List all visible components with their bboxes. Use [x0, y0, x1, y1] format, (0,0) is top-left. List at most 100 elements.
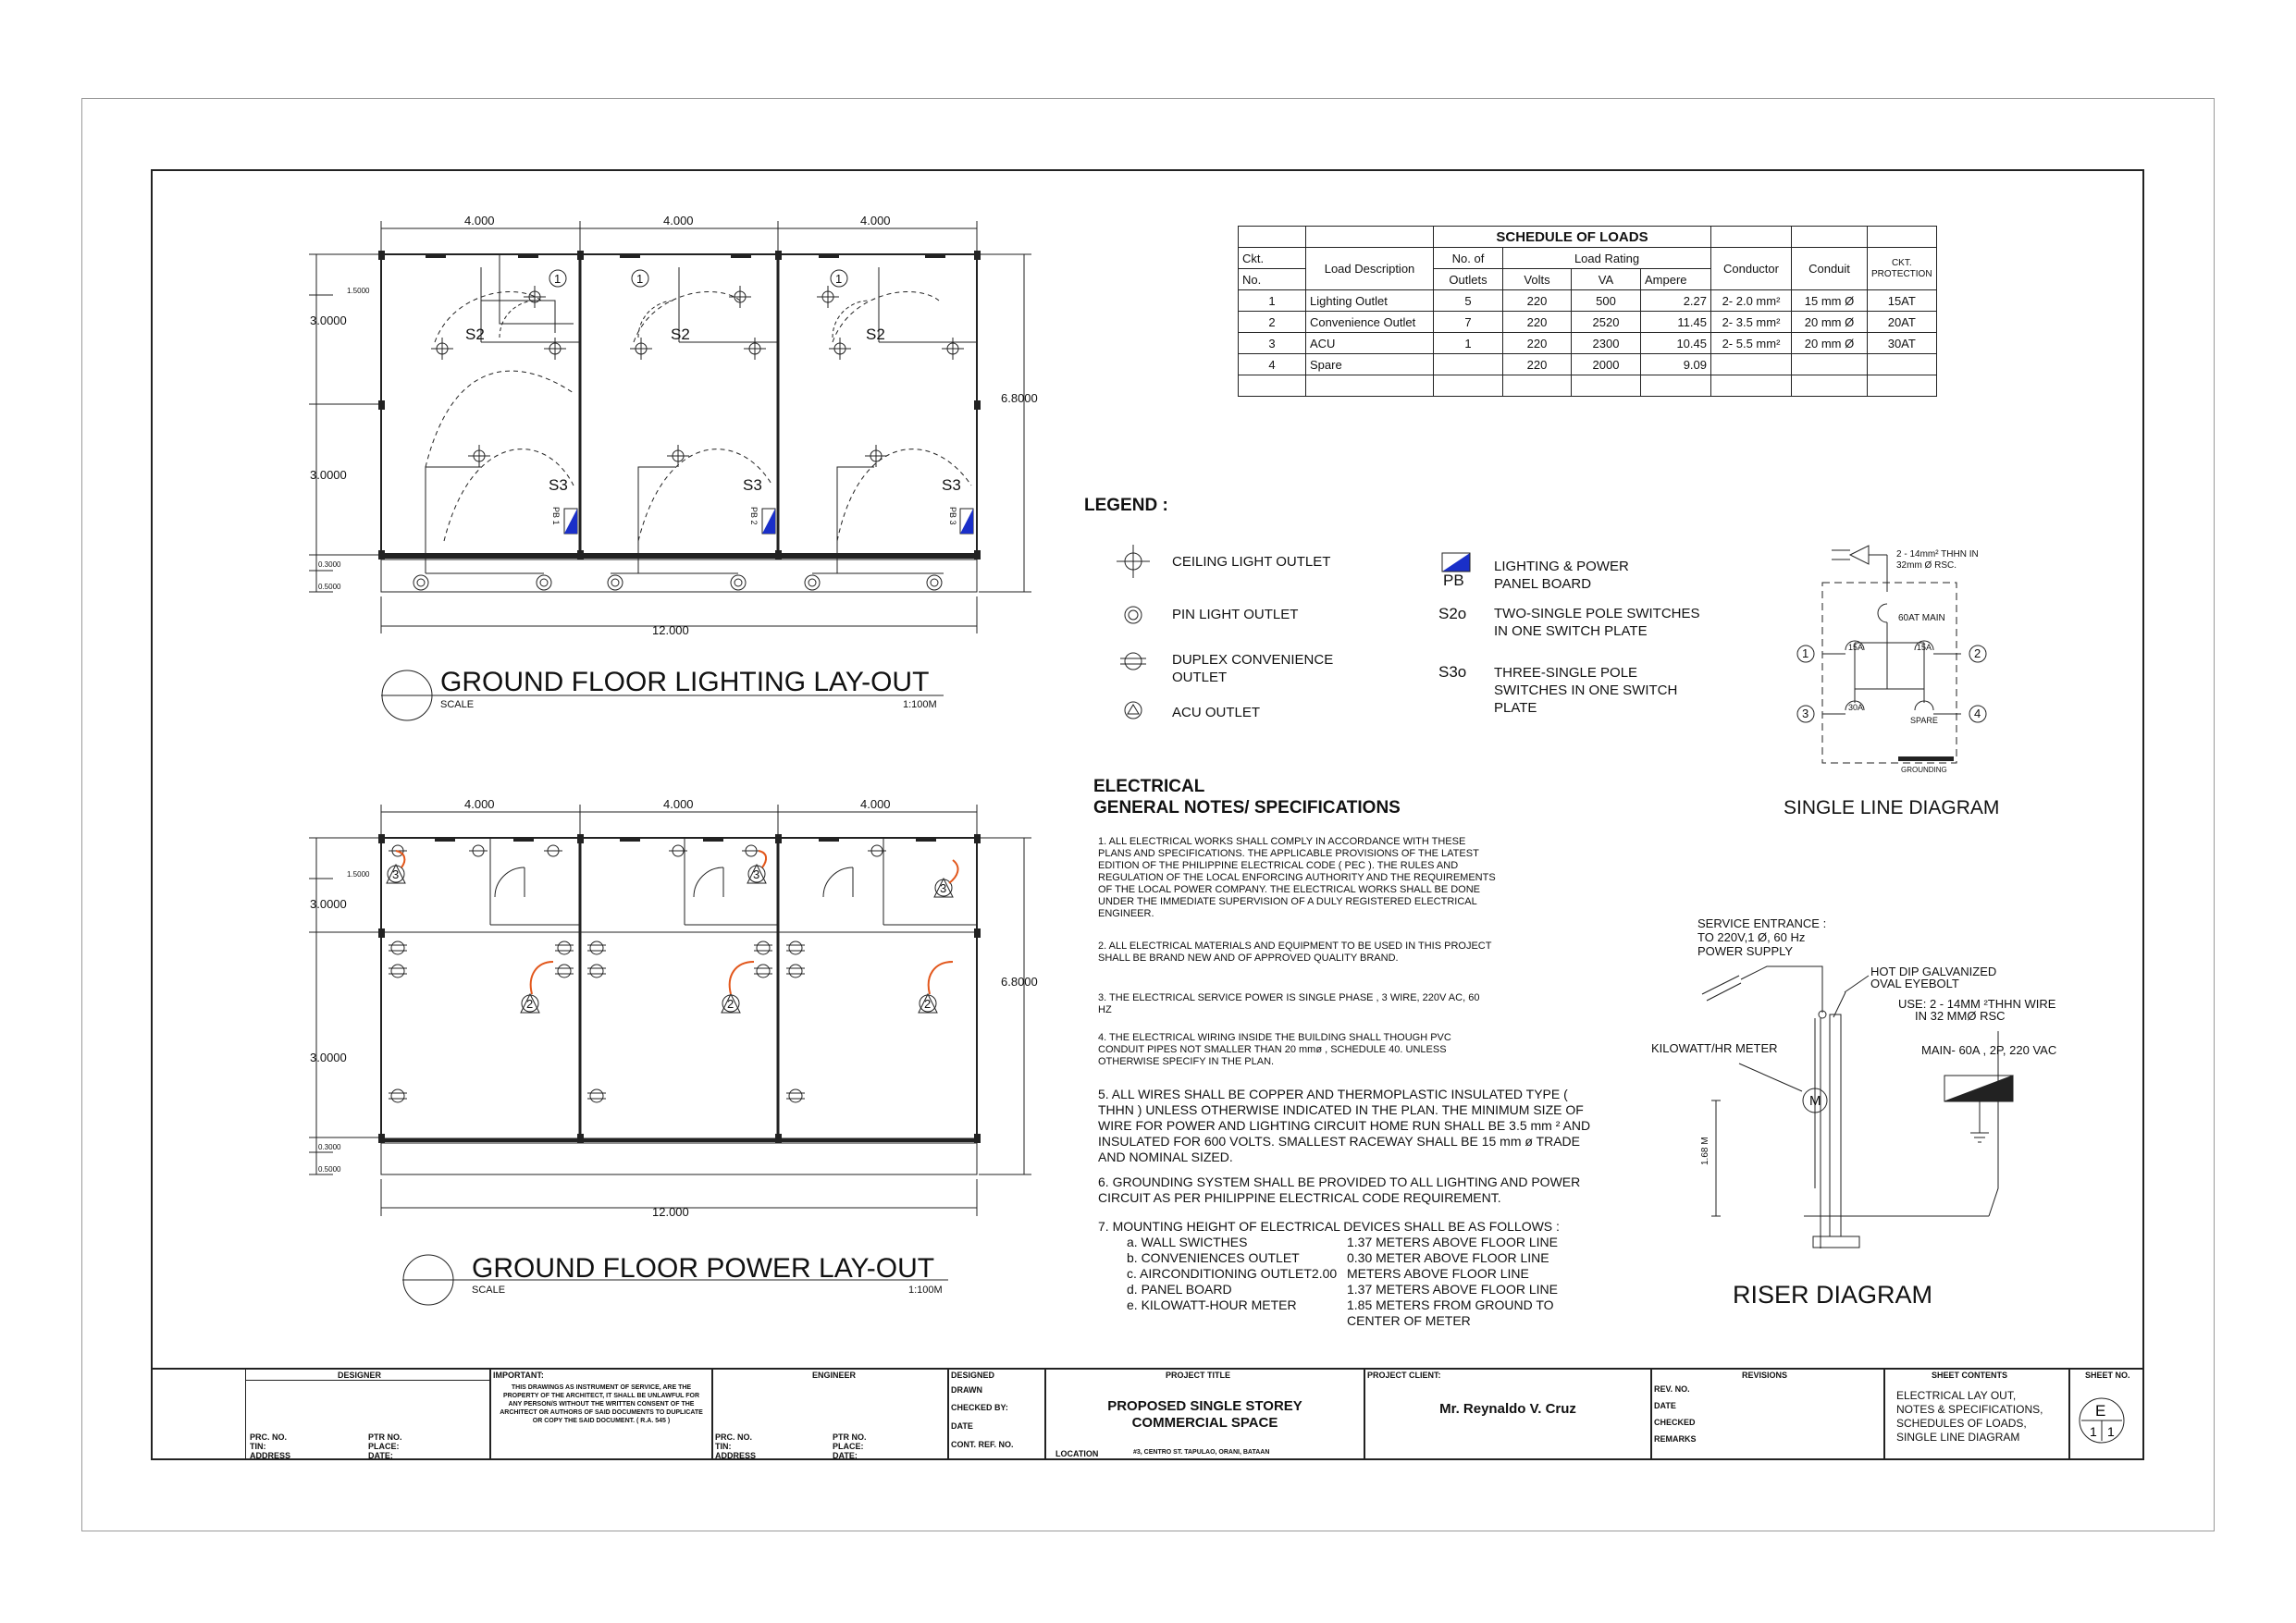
cell-outlets: 1 [1433, 332, 1503, 354]
header-conductor: Conductor [1710, 247, 1792, 290]
power-layout-plan: 4.000 4.000 4.000 1.5000 3.0000 3.0000 0… [309, 797, 1038, 1306]
project-title-cell [1045, 1368, 1364, 1460]
cell-amp: 2.27 [1640, 289, 1711, 312]
sld-feeder-2: 32mm Ø RSC. [1896, 560, 1957, 571]
note-3: 3. THE ELECTRICAL SERVICE POWER IS SINGL… [1098, 992, 1480, 1015]
height-item: d. PANEL BOARD [1127, 1282, 1232, 1297]
riser-title: RISER DIAGRAM [1733, 1281, 1933, 1309]
engineer-ptr: PTR NO. [833, 1432, 867, 1442]
cell-volts: 220 [1502, 332, 1572, 354]
designer-ptr: PTR NO. [368, 1432, 402, 1442]
circuit-no-1: 1 [554, 272, 561, 286]
single-line-diagram: 2 - 14mm² THHN IN 32mm Ø RSC. 60AT MAIN … [1796, 545, 1987, 774]
conv-circuit-3: 2 [924, 997, 931, 1011]
acu-outlet-icon [1124, 701, 1142, 719]
cell-va: 2000 [1571, 353, 1641, 375]
header-va: VA [1571, 268, 1641, 290]
height-value: 1.37 METERS ABOVE FLOOR LINE [1347, 1282, 1558, 1297]
rev-remarks-label: REMARKS [1654, 1434, 1697, 1444]
height-value: CENTER OF METER [1347, 1313, 1471, 1328]
designer-cell [245, 1368, 490, 1460]
cell-conductor [1710, 353, 1792, 375]
panel-label-3: PB 3 [948, 507, 957, 525]
note-2: 2. ALL ELECTRICAL MATERIALS AND EQUIPMEN… [1098, 941, 1492, 964]
sld-circuit-1: 1 [1802, 646, 1808, 660]
riser-use-2: IN 32 MMØ RSC [1915, 1009, 2006, 1023]
legend-s3: THREE-SINGLE POLE SWITCHES IN ONE SWITCH… [1494, 665, 1678, 716]
designed-label: DESIGNED [951, 1371, 995, 1380]
dim-left-5: 0.5000 [318, 583, 341, 591]
sld-breaker-2: 15A [1917, 643, 1932, 652]
note-5: 5. ALL WIRES SHALL BE COPPER AND THERMOP… [1098, 1087, 1591, 1164]
engineer-label: ENGINEER [812, 1371, 857, 1380]
cell-va: 500 [1571, 289, 1641, 312]
legend-s2: TWO-SINGLE POLE SWITCHES IN ONE SWITCH P… [1494, 606, 1700, 639]
dim-top-2: 4.000 [663, 214, 694, 227]
table-row: 2 Convenience Outlet 7 220 2520 11.45 2-… [1238, 311, 1937, 333]
engineer-place: PLACE: [833, 1442, 864, 1451]
riser-eyebolt-1: HOT DIP GALVANIZED [1870, 965, 1996, 978]
legend-pin: PIN LIGHT OUTLET [1172, 607, 1299, 622]
table-row: 3 ACU 1 220 2300 10.45 2- 5.5 mm² 20 mm … [1238, 332, 1937, 354]
sld-breaker-3: 30A [1848, 703, 1863, 712]
riser-service-2: TO 220V,1 Ø, 60 Hz [1697, 930, 1805, 944]
client-label: PROJECT CLIENT: [1367, 1371, 1441, 1380]
riser-height: 1.68 M [1700, 1137, 1710, 1165]
ceiling-light-icon [1117, 545, 1150, 578]
power-dim-left-2: 3.0000 [310, 897, 347, 911]
power-dim-left-5: 0.5000 [318, 1165, 341, 1174]
schedule-of-loads-table: SCHEDULE OF LOADS Ckt. Load Description … [1238, 226, 1937, 397]
pin-light-icon [1124, 606, 1142, 624]
power-scale-label: SCALE [472, 1285, 505, 1296]
sheet-outer-border [81, 98, 2215, 1531]
note-4: 4. THE ELECTRICAL WIRING INSIDE THE BUIL… [1098, 1032, 1451, 1067]
cell-outlets: 5 [1433, 289, 1503, 312]
project-title-2: COMMERCIAL SPACE [1131, 1415, 1278, 1431]
location-value: #3, CENTRO ST. TAPULAO, ORANI, BATAAN [1133, 1449, 1270, 1456]
check-cell [948, 1368, 1045, 1460]
table-row: 4 Spare 220 2000 9.09 [1238, 353, 1937, 375]
sheet-contents-cell [1884, 1368, 2069, 1460]
cell-desc: Lighting Outlet [1305, 289, 1434, 312]
riser-main: MAIN- 60A , 2P, 220 VAC [1921, 1043, 2056, 1057]
legend-symbols [1117, 545, 1150, 719]
title-block-top-line [153, 1368, 2143, 1370]
sheet-contents: ELECTRICAL LAY OUT, NOTES & SPECIFICATIO… [1896, 1389, 2043, 1444]
sheet-contents-label: SHEET CONTENTS [1932, 1371, 2008, 1380]
dim-left-3: 3.0000 [310, 468, 347, 482]
height-value: 0.30 METER ABOVE FLOOR LINE [1347, 1250, 1549, 1265]
cell-outlets: 7 [1433, 311, 1503, 333]
power-scale-value: 1:100M [908, 1285, 943, 1296]
riser-eyebolt-2: OVAL EYEBOLT [1870, 977, 1959, 990]
height-value: 1.37 METERS ABOVE FLOOR LINE [1347, 1235, 1558, 1249]
divider [245, 1380, 490, 1381]
power-dim-top-1: 4.000 [464, 797, 495, 811]
sld-breaker-1: 15A [1848, 643, 1863, 652]
cell-desc: Spare [1305, 353, 1434, 375]
cell-volts: 220 [1502, 289, 1572, 312]
duplex-outlet-icon [1120, 652, 1146, 670]
rev-checked-label: CHECKED [1654, 1418, 1696, 1427]
engineer-tin: TIN: [715, 1442, 732, 1451]
dim-left-1: 1.5000 [347, 287, 370, 295]
important-label: IMPORTANT: [493, 1371, 544, 1380]
legend-acu: ACU OUTLET [1172, 705, 1261, 720]
note-6: 6. GROUNDING SYSTEM SHALL BE PROVIDED TO… [1098, 1174, 1581, 1205]
riser-diagram: SERVICE ENTRANCE : TO 220V,1 Ø, 60 Hz PO… [1651, 916, 2056, 1248]
list-item: d. PANEL BOARD 1.37 METERS ABOVE FLOOR LI… [1127, 1282, 1558, 1297]
engineer-date: DATE: [833, 1451, 858, 1460]
revisions-cell [1651, 1368, 1884, 1460]
switch-s3-2: S3 [743, 476, 762, 494]
cell-va: 2300 [1571, 332, 1641, 354]
sld-feeder-1: 2 - 14mm² THHN IN [1896, 549, 1979, 559]
header-volts: Volts [1502, 268, 1572, 290]
lighting-layout-title: GROUND FLOOR LIGHTING LAY-OUT [440, 667, 929, 697]
switch-s3-3: S3 [942, 476, 961, 494]
legend-s2-symbol: S2o [1438, 605, 1467, 622]
sld-main: 60AT MAIN [1898, 613, 1945, 623]
important-text: THIS DRAWINGS AS INSTRUMENT OF SERVICE, … [500, 1384, 703, 1424]
riser-use-1: USE: 2 - 14MM ²THHN WIRE [1898, 997, 2056, 1011]
lighting-layout-plan: 4.000 4.000 4.000 1.5000 3.0000 3.0000 0… [309, 214, 1038, 721]
